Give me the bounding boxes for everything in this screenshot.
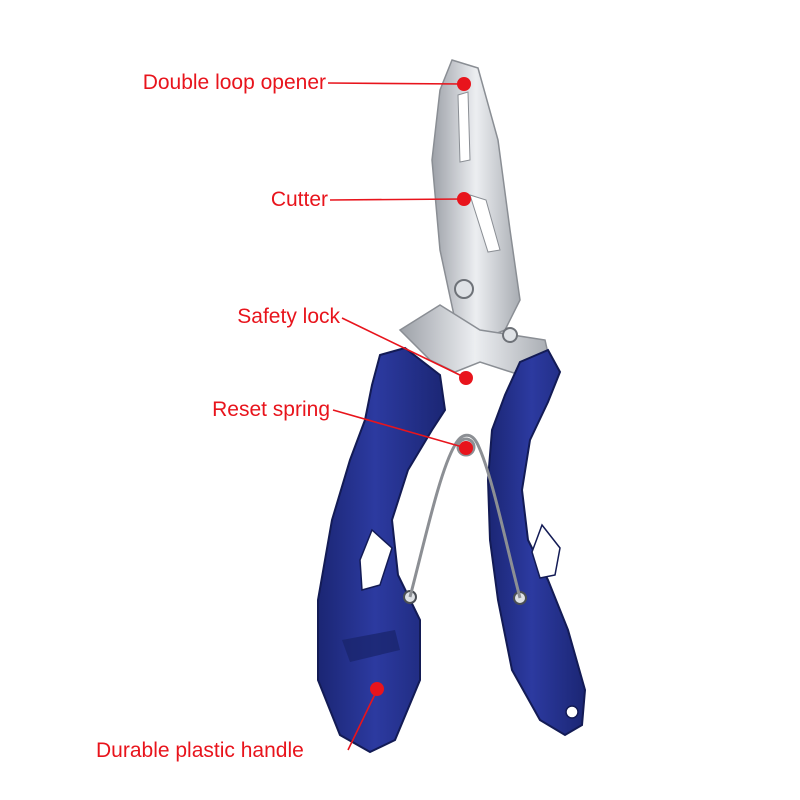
marker-reset-spring [459, 441, 473, 455]
right-handle-body [486, 348, 587, 737]
left-handle [317, 346, 447, 754]
leader-cutter [329, 198, 465, 201]
label-double-loop-opener: Double loop opener [142, 71, 326, 94]
right-handle-hanging-hole [565, 705, 579, 719]
label-durable-plastic-handle: Durable plastic handle [96, 739, 304, 762]
marker-durable-plastic-handle [370, 682, 384, 696]
pivot-rivet [454, 279, 474, 299]
leader-safety-lock [341, 317, 467, 379]
leader-durable-plastic-handle [347, 689, 378, 751]
right-handle [486, 348, 587, 737]
left-handle-cutout [359, 528, 393, 591]
marker-cutter [457, 192, 471, 206]
cutter-slot [469, 194, 501, 253]
marker-double-loop-opener [457, 77, 471, 91]
reset-spring-wire [408, 433, 522, 599]
leader-reset-spring [332, 409, 467, 449]
marker-safety-lock [459, 371, 473, 385]
callout-markers [370, 77, 473, 696]
lock-rivet [502, 327, 518, 343]
loop-opener-slot [457, 91, 471, 163]
label-safety-lock: Safety lock [237, 305, 340, 328]
steel-jaws [398, 59, 551, 376]
callout-leaders [327, 82, 467, 751]
label-reset-spring: Reset spring [212, 398, 330, 421]
leader-double-loop-opener [327, 82, 465, 85]
right-handle-cutout [531, 523, 561, 579]
label-cutter: Cutter [270, 188, 328, 211]
left-handle-grip [342, 630, 400, 662]
